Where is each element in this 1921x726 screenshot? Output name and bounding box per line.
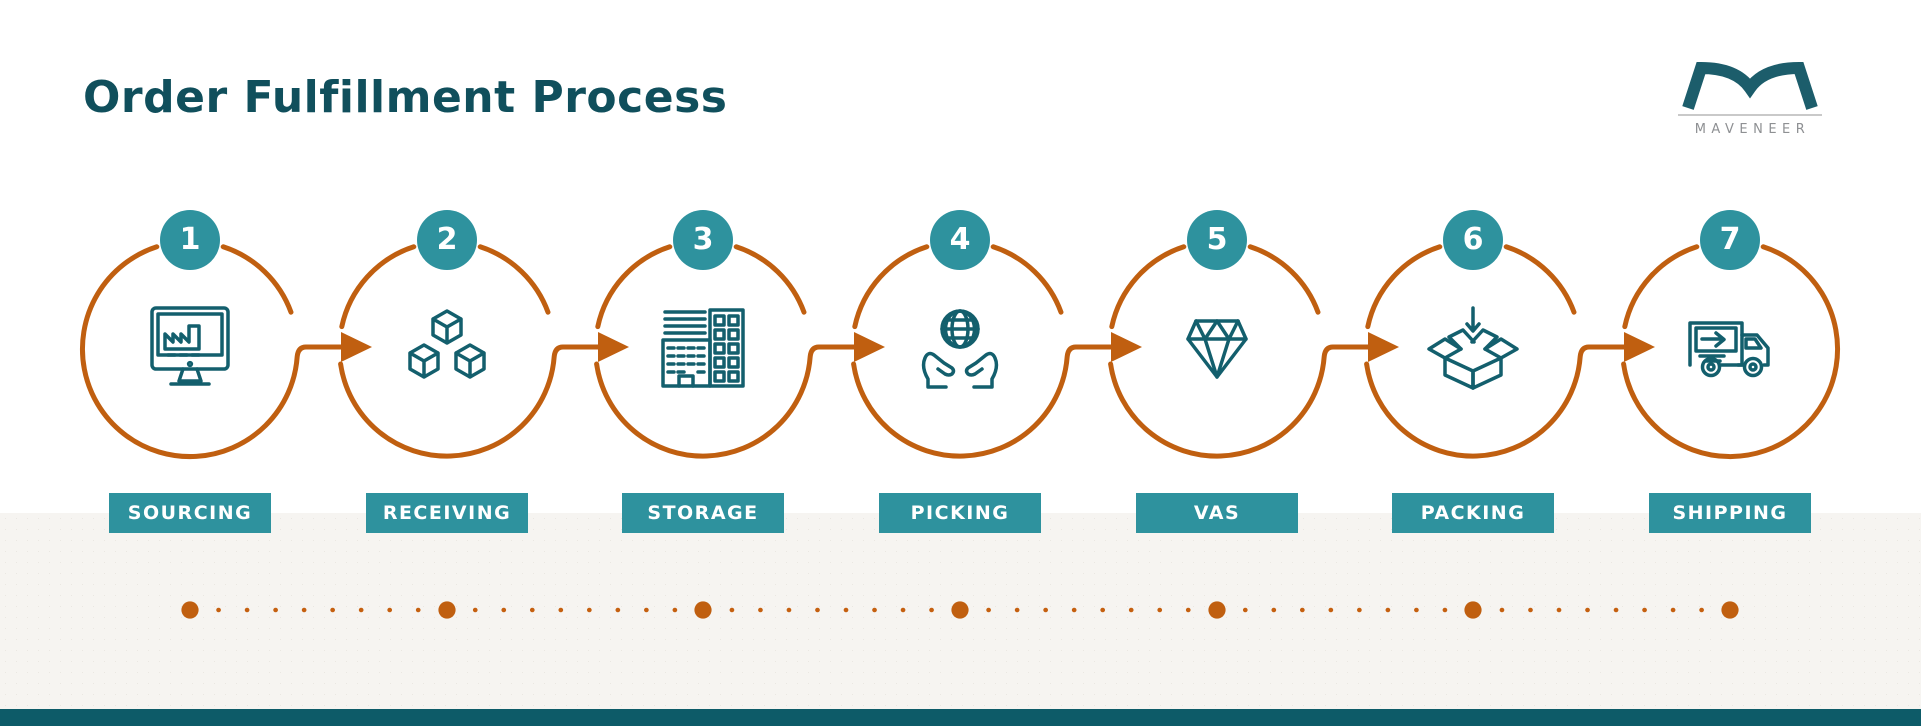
logo-divider (1678, 114, 1822, 116)
step-picking: 4 PICKING (829, 205, 1091, 545)
step-number-badge: 4 (930, 210, 990, 270)
monitor-factory-icon (140, 303, 240, 393)
flow-arrowhead (854, 332, 885, 362)
step-number-badge: 2 (417, 210, 477, 270)
step-label: SOURCING (109, 493, 271, 533)
step-circle-outline (338, 244, 629, 459)
delivery-truck-icon (1680, 303, 1780, 393)
step-number-badge: 6 (1443, 210, 1503, 270)
hands-holding-globe-icon (910, 303, 1010, 393)
step-vas: 5 VAS (1086, 205, 1348, 545)
step-packing: 6 PACKING (1342, 205, 1604, 545)
step-label: VAS (1136, 493, 1298, 533)
step-label: SHIPPING (1649, 493, 1811, 533)
flow-arrowhead (1368, 332, 1399, 362)
step-shipping: 7 SHIPPING (1599, 205, 1861, 545)
step-circle-outline (594, 244, 885, 459)
step-receiving: 2 RECEIVING (316, 205, 578, 545)
step-circle-outline (79, 244, 372, 460)
step-label: PACKING (1392, 493, 1554, 533)
page-title: Order Fulfillment Process (83, 72, 728, 123)
step-number-badge: 1 (160, 210, 220, 270)
step-label: RECEIVING (366, 493, 528, 533)
logo-wordmark: MAVENEER (1694, 122, 1811, 137)
diamond-icon (1167, 303, 1267, 393)
flow-arrowhead (598, 332, 629, 362)
flow-arrowhead (1111, 332, 1142, 362)
step-label: PICKING (879, 493, 1041, 533)
progress-dotted-line (181, 601, 1739, 619)
step-circle-outline (851, 244, 1142, 459)
step-circle-outline (1108, 244, 1399, 459)
open-box-arrow-icon (1423, 303, 1523, 393)
flow-arrowhead (341, 332, 372, 362)
footer-accent-bar (0, 709, 1921, 726)
m-wave-logo-icon (1682, 61, 1818, 110)
brand-logo: MAVENEER (1676, 58, 1824, 137)
step-number-badge: 5 (1187, 210, 1247, 270)
warehouse-buildings-icon (653, 303, 753, 393)
step-circle-outline (1364, 244, 1655, 459)
step-sourcing: 1 SOURCING (59, 205, 321, 545)
step-circle-outline (1621, 244, 1841, 460)
step-storage: 3 (572, 205, 834, 545)
flow-arrowhead (1624, 332, 1655, 362)
step-number-badge: 7 (1700, 210, 1760, 270)
step-label: STORAGE (622, 493, 784, 533)
stacked-cubes-icon (397, 303, 497, 393)
step-number-badge: 3 (673, 210, 733, 270)
